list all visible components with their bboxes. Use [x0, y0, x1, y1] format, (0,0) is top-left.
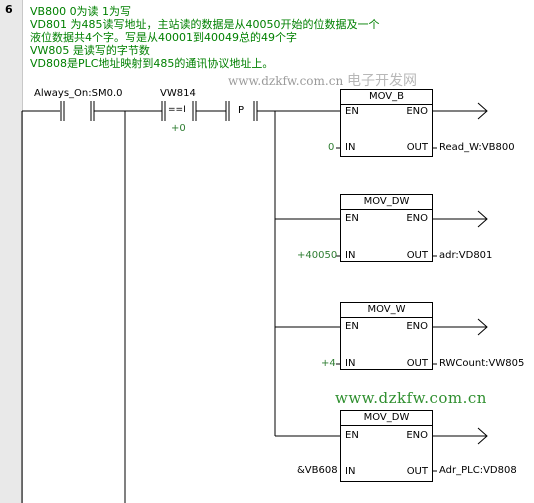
- compare-address-label[interactable]: VW814: [160, 88, 196, 99]
- watermark-bottom: www.dzkfw.com.cn: [335, 389, 487, 407]
- box-in-operand[interactable]: +40050: [297, 250, 338, 261]
- eno-pin: ENO: [406, 321, 428, 332]
- box-title: MOV_DW: [341, 195, 432, 210]
- comment-line: VW805 是读写的字节数: [30, 44, 150, 57]
- eno-pin: ENO: [406, 213, 428, 224]
- eno-pin: ENO: [406, 430, 428, 441]
- compare-value[interactable]: +0: [171, 123, 186, 134]
- mov-b-box[interactable]: MOV_B EN ENO IN OUT: [340, 89, 433, 157]
- comment-line: 液位数据共4个字。写是从40001到40049总的49个字: [30, 31, 297, 44]
- watermark-top: www.dzkfw.com.cn 电子开发网: [228, 70, 417, 90]
- en-pin: EN: [345, 213, 359, 224]
- always-on-label[interactable]: Always_On:SM0.0: [34, 88, 123, 99]
- out-pin: OUT: [406, 142, 428, 153]
- comment-line: VD808是PLC地址映射到485的通讯协议地址上。: [30, 57, 274, 70]
- watermark-cn: 电子开发网: [347, 73, 417, 89]
- network-comment[interactable]: VB800 0为读 1为写 VD801 为485读写地址，主站读的数据是从400…: [30, 5, 379, 70]
- box-title: MOV_DW: [341, 411, 432, 426]
- comment-line: VB800 0为读 1为写: [30, 5, 132, 18]
- en-pin: EN: [345, 430, 359, 441]
- in-pin: IN: [345, 250, 356, 261]
- box-out-operand[interactable]: Adr_PLC:VD808: [439, 465, 517, 476]
- out-pin: OUT: [406, 250, 428, 261]
- en-pin: EN: [345, 321, 359, 332]
- en-pin: EN: [345, 106, 359, 117]
- box-in-operand[interactable]: 0: [328, 142, 335, 153]
- positive-transition-label: P: [238, 105, 245, 116]
- watermark-url: www.dzkfw.com.cn: [228, 74, 344, 88]
- box-title: MOV_B: [341, 90, 432, 105]
- box-in-operand[interactable]: &VB608: [297, 465, 338, 476]
- box-title: MOV_W: [341, 303, 432, 318]
- in-pin: IN: [345, 358, 356, 369]
- out-pin: OUT: [406, 358, 428, 369]
- in-pin: IN: [345, 466, 356, 477]
- in-pin: IN: [345, 142, 356, 153]
- network-number[interactable]: 6: [5, 3, 13, 16]
- box-out-operand[interactable]: RWCount:VW805: [439, 358, 525, 369]
- compare-operator: ==I: [168, 105, 186, 115]
- mov-w-box[interactable]: MOV_W EN ENO IN OUT: [340, 302, 433, 370]
- out-pin: OUT: [406, 466, 428, 477]
- box-in-operand[interactable]: +4: [321, 358, 336, 369]
- mov-dw-box[interactable]: MOV_DW EN ENO IN OUT: [340, 410, 433, 482]
- comment-line: VD801 为485读写地址，主站读的数据是从40050开始的位数据及一个: [30, 18, 380, 31]
- box-out-operand[interactable]: adr:VD801: [439, 250, 493, 261]
- box-out-operand[interactable]: Read_W:VB800: [439, 142, 515, 153]
- eno-pin: ENO: [406, 106, 428, 117]
- mov-dw-box[interactable]: MOV_DW EN ENO IN OUT: [340, 194, 433, 262]
